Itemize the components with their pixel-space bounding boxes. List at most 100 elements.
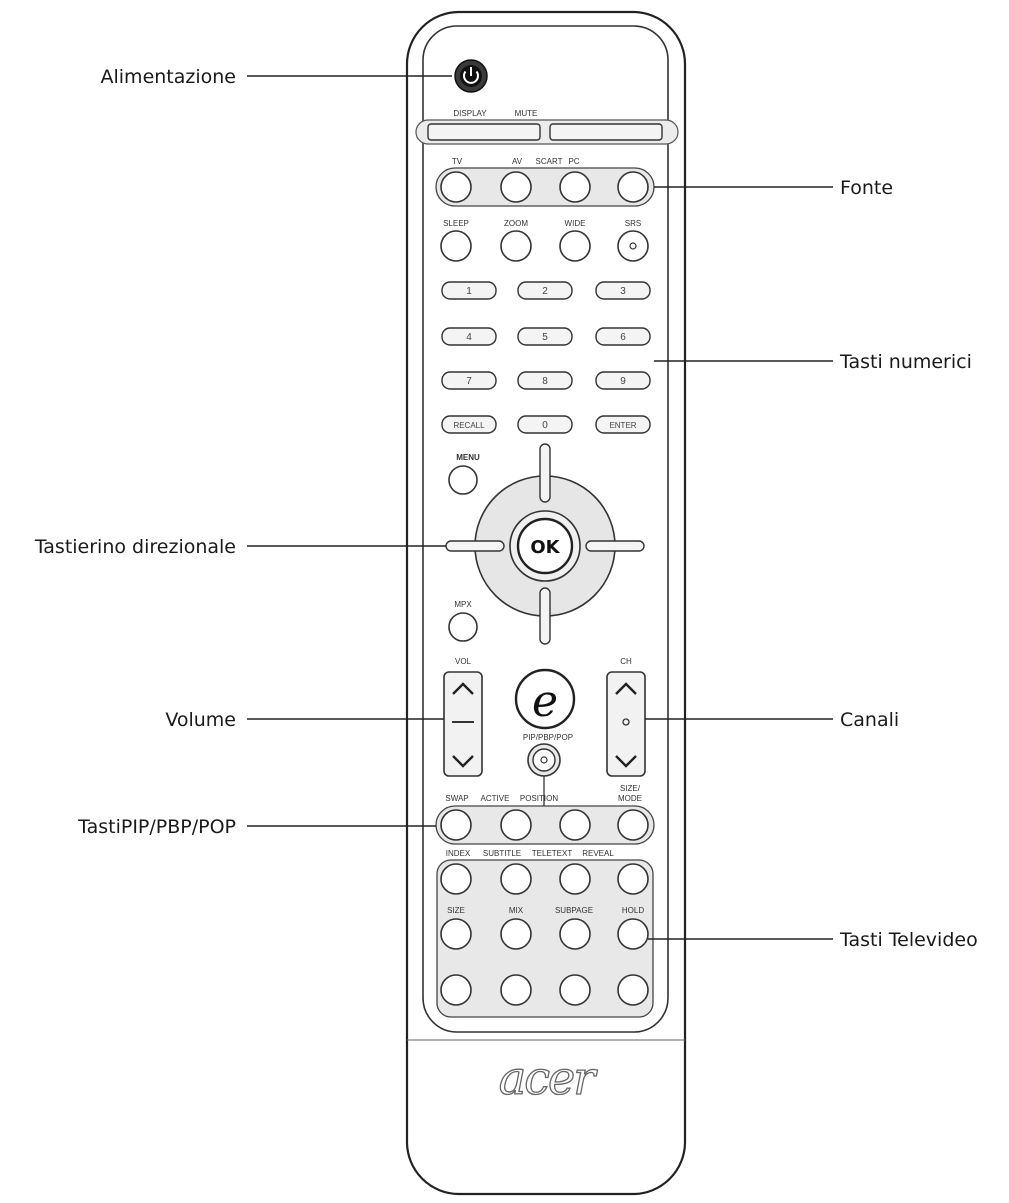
key-4-label: 4 (466, 332, 472, 343)
key-0[interactable] (517, 415, 573, 434)
power-icon (463, 67, 479, 84)
callout-volume: Volume (165, 709, 236, 731)
size-mode-button[interactable] (617, 809, 649, 841)
hold-button[interactable] (617, 918, 649, 950)
label-swap: SWAP (445, 794, 468, 803)
key-5[interactable] (517, 327, 573, 346)
dpad-down[interactable] (539, 587, 551, 645)
position-button[interactable] (559, 809, 591, 841)
callout-power: Alimentazione (101, 66, 237, 88)
callout-pip: TastiPIP/PBP/POP (77, 816, 236, 838)
label-tt-size: SIZE (447, 906, 465, 915)
reveal-button[interactable] (617, 863, 649, 895)
label-menu: MENU (456, 453, 480, 462)
callout-channels: Canali (840, 709, 899, 731)
label-mute: MUTE (515, 109, 538, 118)
color-button-3[interactable] (559, 974, 591, 1006)
color-button-1[interactable] (440, 974, 472, 1006)
label-teletext: TELETEXT (532, 849, 573, 858)
key-2[interactable] (517, 281, 573, 300)
label-av: AV (512, 157, 523, 166)
label-tv: TV (452, 157, 463, 166)
label-srs: SRS (625, 219, 641, 228)
key-recall[interactable] (441, 415, 497, 434)
label-pc: PC (568, 157, 579, 166)
swap-button[interactable] (440, 809, 472, 841)
srs-dot-icon (629, 242, 637, 250)
key-recall-label: RECALL (453, 421, 485, 430)
label-subpage: SUBPAGE (555, 906, 593, 915)
key-8-label: 8 (542, 376, 548, 387)
subpage-button[interactable] (559, 918, 591, 950)
label-hold: HOLD (622, 906, 644, 915)
callout-teletext: Tasti Televideo (839, 929, 978, 951)
key-3-label: 3 (620, 286, 626, 297)
key-9[interactable] (595, 371, 651, 390)
mix-button[interactable] (500, 918, 532, 950)
sleep-button[interactable] (440, 230, 472, 262)
key-4[interactable] (441, 327, 497, 346)
brand-logo: acer (499, 1051, 598, 1105)
active-button[interactable] (500, 809, 532, 841)
scart-button[interactable] (559, 171, 591, 203)
vol-up-icon (452, 682, 474, 695)
label-pip: PIP/PBP/POP (523, 733, 573, 742)
wide-button[interactable] (559, 230, 591, 262)
pc-button[interactable] (617, 171, 649, 203)
subtitle-button[interactable] (500, 863, 532, 895)
label-position: POSITION (520, 794, 558, 803)
key-2-label: 2 (542, 286, 548, 297)
teletext-button[interactable] (559, 863, 591, 895)
key-3[interactable] (595, 281, 651, 300)
key-1-label: 1 (466, 286, 472, 297)
key-1[interactable] (441, 281, 497, 300)
ch-up-icon (615, 682, 637, 695)
label-ch: CH (620, 657, 632, 666)
index-button[interactable] (440, 863, 472, 895)
e-button[interactable] (514, 668, 576, 730)
label-display: DISPLAY (453, 109, 487, 118)
label-subtitle: SUBTITLE (483, 849, 521, 858)
mute-button[interactable] (549, 123, 663, 141)
label-mode: MODE (618, 794, 642, 803)
numpad: 1 2 3 4 5 6 7 8 9 RECALL 0 ENTER (441, 281, 651, 434)
dpad-up[interactable] (539, 443, 551, 503)
label-wide: WIDE (565, 219, 586, 228)
display-button[interactable] (427, 123, 541, 141)
dpad-right[interactable] (585, 540, 645, 552)
tv-button[interactable] (440, 171, 472, 203)
key-7[interactable] (441, 371, 497, 390)
volume-rocker[interactable] (443, 671, 483, 777)
color-button-4[interactable] (617, 974, 649, 1006)
key-enter[interactable] (595, 415, 651, 434)
label-index: INDEX (446, 849, 471, 858)
callout-numeric: Tasti numerici (839, 351, 972, 373)
label-vol: VOL (455, 657, 472, 666)
tt-size-button[interactable] (440, 918, 472, 950)
zoom-button[interactable] (500, 230, 532, 262)
key-8[interactable] (517, 371, 573, 390)
ch-dot-icon (622, 718, 630, 726)
label-reveal: REVEAL (582, 849, 614, 858)
key-6[interactable] (595, 327, 651, 346)
ch-down-icon (615, 755, 637, 768)
menu-button[interactable] (448, 465, 478, 495)
srs-button[interactable] (617, 230, 649, 262)
vol-down-icon (452, 755, 474, 768)
channel-rocker[interactable] (606, 671, 646, 777)
key-0-label: 0 (542, 420, 548, 431)
av-button[interactable] (500, 171, 532, 203)
ok-button[interactable] (516, 517, 574, 575)
pip-dot-icon (540, 756, 548, 764)
label-mpx: MPX (454, 600, 472, 609)
label-scart: SCART (536, 157, 563, 166)
color-button-2[interactable] (500, 974, 532, 1006)
pip-button-inner (532, 748, 556, 772)
e-icon: e (532, 676, 558, 727)
dpad-left[interactable] (445, 540, 505, 552)
mpx-button[interactable] (448, 612, 478, 642)
pip-group (435, 805, 655, 845)
key-enter-label: ENTER (609, 421, 636, 430)
